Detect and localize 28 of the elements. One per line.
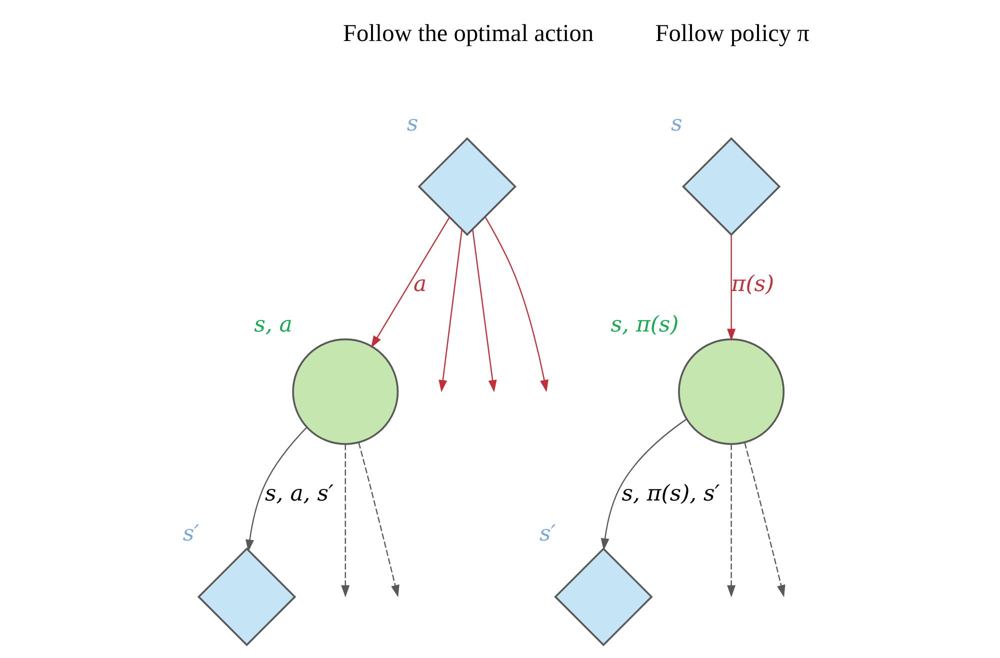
node-label: s′ bbox=[182, 522, 200, 547]
node-diamond bbox=[418, 137, 516, 236]
edge-label: s, a, s′ bbox=[265, 482, 334, 507]
node-label: s′ bbox=[540, 522, 556, 547]
arrow bbox=[341, 444, 350, 598]
arrow bbox=[472, 229, 497, 392]
node-circle bbox=[292, 338, 399, 445]
node-label: s bbox=[406, 111, 418, 136]
edge-label: s, π(s), s′ bbox=[622, 482, 720, 507]
arrow bbox=[358, 442, 400, 598]
arrow bbox=[744, 442, 786, 598]
label: Follow the optimal action bbox=[342, 20, 594, 48]
node-circle bbox=[678, 338, 785, 445]
node-label: s, a bbox=[254, 312, 292, 338]
node-diamond bbox=[554, 547, 653, 646]
label: Follow policy π bbox=[655, 20, 810, 48]
arrow bbox=[370, 216, 450, 348]
arrow bbox=[727, 234, 736, 341]
arrow bbox=[438, 230, 462, 392]
arrow bbox=[246, 426, 308, 552]
node-label: s, π(s) bbox=[610, 312, 679, 338]
node-diamond bbox=[197, 547, 296, 646]
edge-label: a bbox=[414, 272, 427, 298]
node-diamond bbox=[682, 137, 781, 236]
arrow bbox=[484, 216, 548, 392]
node-label: s bbox=[671, 111, 682, 136]
arrow bbox=[727, 444, 736, 598]
arrow bbox=[600, 418, 688, 551]
